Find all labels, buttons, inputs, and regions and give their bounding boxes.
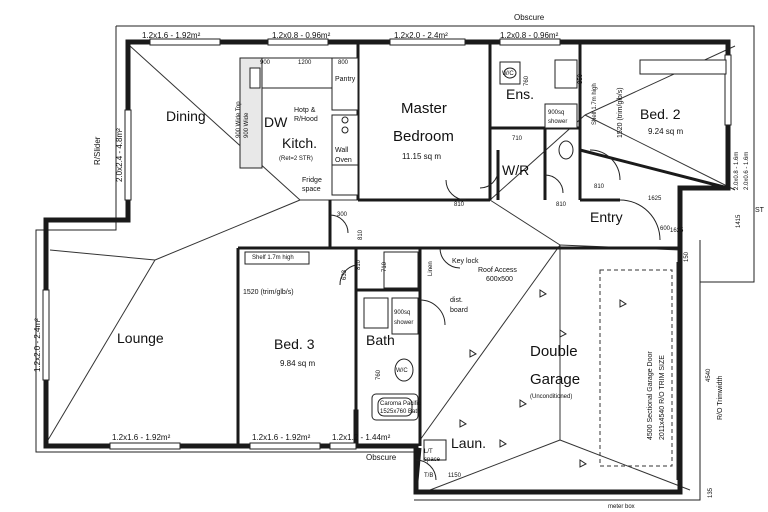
door-swings (329, 149, 661, 481)
bed2-robe-note-2: 1520 (trim/glb/s) (617, 87, 624, 138)
room-ensuite: Ens. (506, 86, 534, 102)
dim-300: 300 (337, 212, 348, 218)
room-wr: W/R (502, 162, 529, 178)
dim-1150: 1150 (448, 473, 462, 479)
garage-door-note-1: 4500 Sectional Garage Door (647, 351, 654, 440)
room-bed2: Bed. 2 (640, 106, 681, 122)
return-note: (Ret=2 STR) (279, 156, 313, 162)
bath-shower-1: 900sq (394, 310, 410, 316)
store-label: ST (755, 207, 765, 214)
ensuite-wc-label: W/C (502, 71, 514, 77)
wall-oven-label: Wall (335, 147, 349, 154)
window-label-bottom-2: 1.2x1.6 - 1.92m² (252, 433, 311, 442)
dim-1625-a: 1625 (648, 196, 662, 202)
room-lounge: Lounge (117, 330, 164, 346)
bed3-robe-note-2: 1520 (trim/glb/s) (243, 289, 294, 296)
room-entry: Entry (590, 209, 623, 225)
dim-810-a: 810 (358, 229, 364, 240)
dim-810-b: 810 (454, 202, 465, 208)
dim-810-c: 810 (556, 202, 567, 208)
obscure-label-top: Obscure (514, 13, 545, 22)
window-label-left-2: 1.2x2.0 - 2.4m² (33, 318, 42, 372)
room-bed3: Bed. 3 (274, 336, 315, 352)
lt-space-1: L/T (424, 449, 433, 455)
room-garage-line1: Double (530, 343, 578, 360)
stair-note-1: 2.0x0.8 - 1.6m (734, 152, 740, 190)
rhood-label: R/Hood (294, 116, 318, 123)
room-kitchen: Kitch. (282, 135, 317, 151)
bed3-robe-note-1: Shelf 1.7m high (252, 255, 294, 261)
room-garage-line2: Garage (530, 371, 580, 388)
window-label-top-1: 1.2x1.6 - 1.92m² (142, 31, 201, 40)
bath-note-1: Caroma Pacific (380, 401, 421, 407)
garage-markers (459, 289, 627, 468)
room-bath: Bath (366, 332, 395, 348)
ensuite-shower-1: 900sq (548, 110, 564, 116)
window-label-bottom-3: 1.2x1.2 - 1.44m² (332, 433, 391, 442)
stair-note-2: 2.0x0.6 - 1.6m (744, 152, 750, 190)
roof-access-1: Roof Access (478, 267, 517, 274)
dim-760-b: 760 (376, 369, 382, 380)
ro-trim-label: R/O Trimwidth (717, 376, 724, 420)
dim-633: 633 (342, 269, 348, 280)
master-area: 11.15 sq m (402, 152, 441, 161)
ensuite-shower-2: shower (548, 119, 567, 125)
room-dining: Dining (166, 108, 206, 124)
pantry-label: Pantry (335, 76, 356, 83)
dim-760-a: 760 (524, 75, 530, 86)
dist-board-2: board (450, 307, 468, 314)
dim-810-e: 810 (356, 259, 362, 270)
bath-note-2: 1525x760 Bath (380, 409, 420, 415)
room-master-line2: Bedroom (393, 128, 454, 145)
dim-1200: 1200 (298, 60, 312, 66)
window-label-top-2: 1.2x0.8 - 0.96m² (272, 31, 331, 40)
key-lock-label: Key lock (452, 258, 479, 265)
dim-810-d: 810 (594, 184, 605, 190)
fridge-label: Fridge (302, 177, 322, 184)
dishwasher-label: DW (264, 114, 288, 130)
garage-door-note-2: 2011x4540 R/O TRIM SIZE (659, 355, 666, 440)
obscure-label-bottom: Obscure (366, 453, 397, 462)
dim-900: 900 (260, 60, 271, 66)
room-laundry: Laun. (451, 435, 486, 451)
window-label-top-4: 1.2x0.8 - 0.96m² (500, 31, 559, 40)
garage-note: (Unconditioned) (530, 394, 572, 400)
roof-access-2: 600x500 (486, 276, 513, 283)
meter-box-label: meter box (608, 504, 635, 510)
tub-label: T/B (424, 473, 433, 479)
bed2-area: 9.24 sq m (648, 127, 683, 136)
dim-4540: 4540 (706, 368, 712, 382)
dim-135: 135 (708, 487, 714, 498)
dim-1415: 1415 (736, 214, 742, 228)
lt-space-2: space (424, 457, 441, 463)
oven-label: Oven (335, 157, 352, 164)
room-master-line1: Master (401, 100, 447, 117)
dim-150: 150 (684, 251, 690, 262)
dim-350: 350 (578, 73, 584, 84)
bed3-area: 9.84 sq m (280, 359, 315, 368)
dim-1625-b: 1625 (670, 228, 684, 234)
bath-wc-label: W/C (396, 368, 408, 374)
linen-label: Linen (428, 261, 434, 276)
bench-note-2: 900 Wide (244, 112, 250, 138)
dim-710-b: 710 (382, 261, 388, 272)
bed2-robe-note-1: Shelf 1.7m high (592, 83, 598, 125)
garage-door (599, 262, 701, 480)
windows (42, 38, 732, 450)
kitchen-fixtures (239, 57, 359, 196)
window-label-left-1: 2.0x2.4 - 4.8m² (115, 128, 124, 182)
dim-600: 600 (660, 226, 671, 232)
dim-710-a: 710 (512, 136, 523, 142)
dist-board-1: dist. (450, 297, 463, 304)
r-slider-label: R/Slider (93, 136, 102, 165)
hotplate-label: Hotp & (294, 107, 316, 114)
bathroom-fixtures (244, 59, 727, 461)
bath-shower-2: shower (394, 320, 413, 326)
dim-800: 800 (338, 60, 349, 66)
bench-note-1: 900 Wide Top (236, 101, 242, 138)
fridge-space-label: space (302, 186, 321, 193)
window-label-top-3: 1.2x2.0 - 2.4m² (394, 31, 448, 40)
window-label-bottom-1: 1.2x1.6 - 1.92m² (112, 433, 171, 442)
